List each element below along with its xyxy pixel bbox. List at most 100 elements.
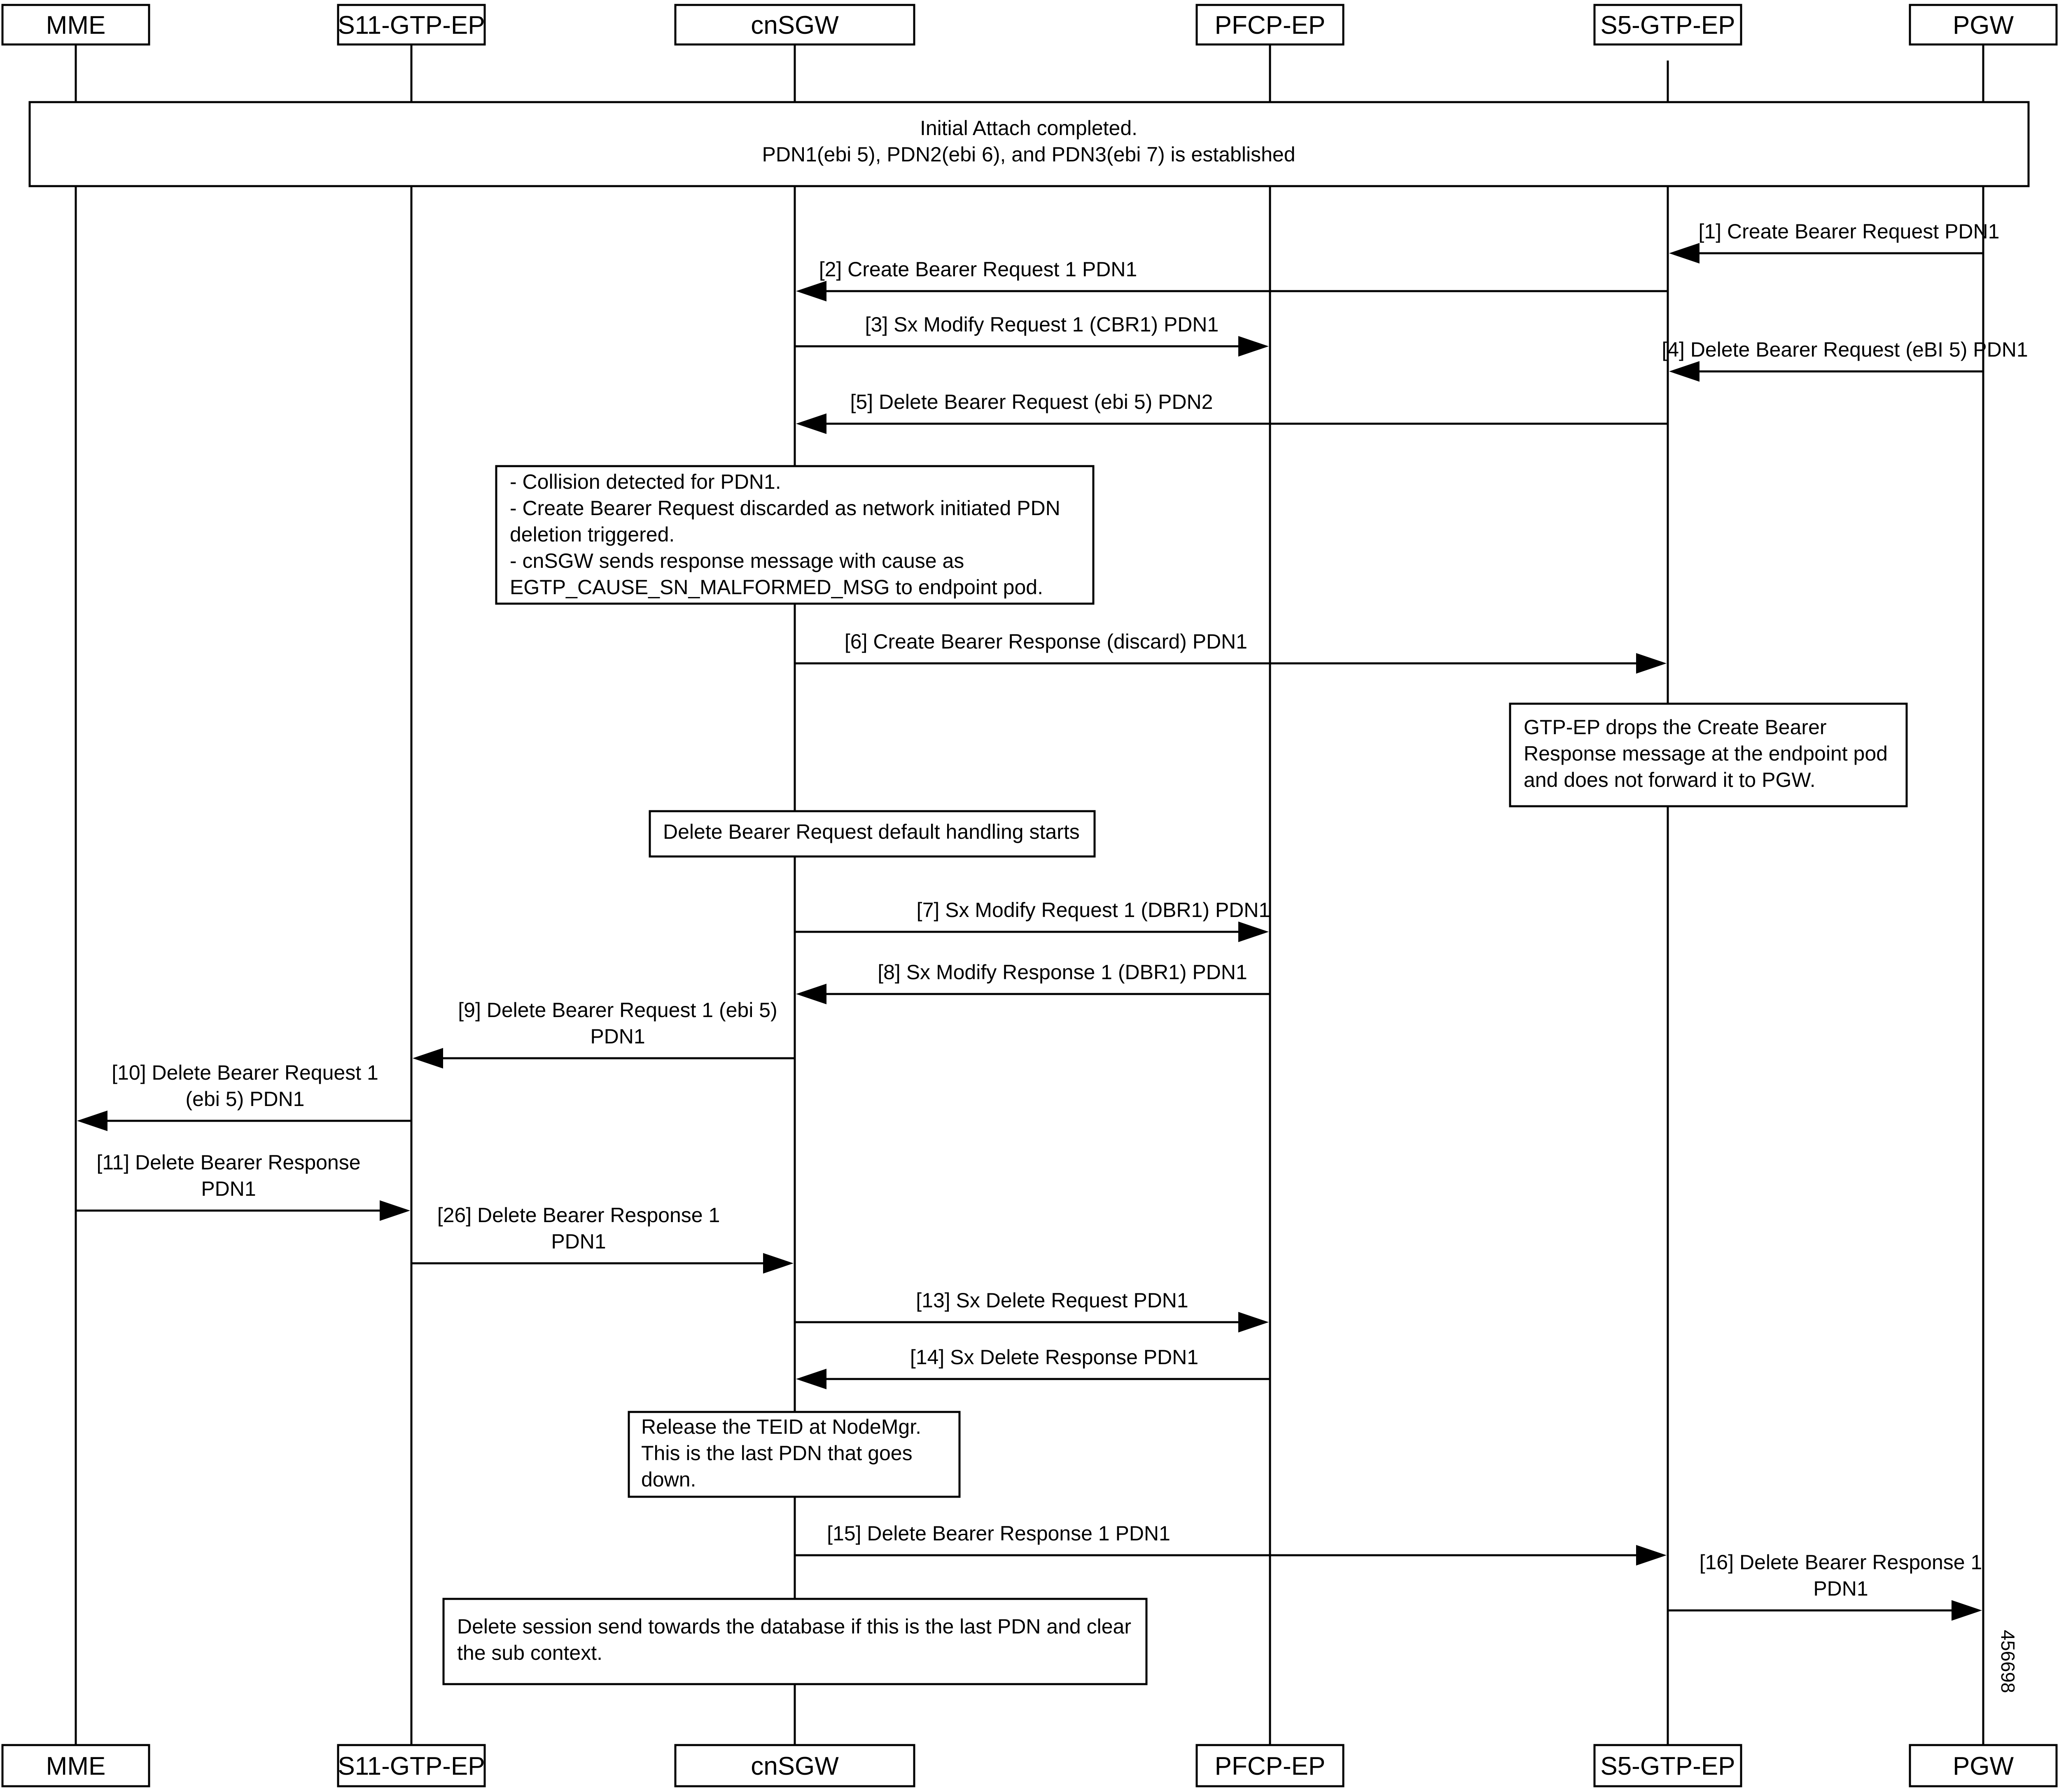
message-m8: [8] Sx Modify Response 1 (DBR1) PDN1 — [796, 961, 1270, 1004]
participant-box — [1195, 4, 1345, 46]
participant-sgw-top: cnSGW — [674, 4, 915, 46]
message-label: [3] Sx Modify Request 1 (CBR1) PDN1 — [865, 313, 1219, 336]
participant-box — [337, 4, 486, 46]
participant-box — [674, 1744, 915, 1787]
message-m14: [14] Sx Delete Response PDN1 — [796, 1346, 1270, 1389]
participant-pgw-top: PGW — [1909, 4, 2058, 46]
participant-s11-bottom: S11-GTP-EP — [337, 1744, 486, 1787]
participant-label: PFCP-EP — [1215, 11, 1326, 40]
participant-label: PGW — [1953, 11, 2014, 40]
participant-box — [1195, 1744, 1345, 1787]
participant-sgw-bottom: cnSGW — [674, 1744, 915, 1787]
message-label: [10] Delete Bearer Request 1(ebi 5) PDN1 — [112, 1061, 378, 1111]
participant-mme-bottom: MME — [1, 1744, 150, 1787]
participant-s5-bottom: S5-GTP-EP — [1593, 1744, 1742, 1787]
arrowhead — [796, 984, 826, 1004]
note-text: Delete session send towards the database… — [457, 1615, 1131, 1664]
arrowhead — [763, 1253, 794, 1274]
note-text: - Collision detected for PDN1.- Create B… — [510, 470, 1060, 599]
participant-pfcp-bottom: PFCP-EP — [1195, 1744, 1345, 1787]
note-text: Delete Bearer Request default handling s… — [663, 820, 1080, 843]
participant-box — [337, 1744, 486, 1787]
arrowhead — [1238, 922, 1269, 942]
message-label: [14] Sx Delete Response PDN1 — [910, 1346, 1198, 1369]
message-m10: [10] Delete Bearer Request 1(ebi 5) PDN1 — [77, 1061, 411, 1131]
arrowhead — [1238, 1312, 1269, 1332]
message-m9: [9] Delete Bearer Request 1 (ebi 5)PDN1 — [413, 999, 795, 1069]
participant-s5-top: S5-GTP-EP — [1593, 4, 1742, 46]
banner-text: Initial Attach completed.PDN1(ebi 5), PD… — [762, 117, 1295, 166]
lifelines — [75, 44, 1984, 1746]
message-m3: [3] Sx Modify Request 1 (CBR1) PDN1 — [795, 313, 1269, 357]
note-box — [628, 1411, 961, 1498]
note-text: Release the TEID at NodeMgr.This is the … — [641, 1415, 921, 1491]
message-label: [5] Delete Bearer Request (ebi 5) PDN2 — [850, 390, 1213, 413]
note-n3: Delete Bearer Request default handling s… — [649, 810, 1096, 858]
message-m1: [1] Create Bearer Request PDN1 — [1669, 220, 1999, 264]
participant-label: PFCP-EP — [1215, 1752, 1326, 1780]
message-label: [7] Sx Modify Request 1 (DBR1) PDN1 — [917, 898, 1270, 922]
participant-box — [1909, 4, 2058, 46]
notes: - Collision detected for PDN1.- Create B… — [442, 465, 1908, 1685]
participant-label: S5-GTP-EP — [1600, 11, 1735, 40]
arrowhead — [1636, 653, 1667, 674]
participant-label: MME — [46, 1752, 106, 1780]
participant-s11-top: S11-GTP-EP — [337, 4, 486, 46]
participant-label: cnSGW — [751, 1752, 839, 1780]
participant-label: S11-GTP-EP — [338, 1752, 485, 1780]
messages: [1] Create Bearer Request PDN1 [2] Create… — [76, 220, 2028, 1621]
participant-label: MME — [46, 11, 106, 40]
note-box — [442, 1598, 1148, 1685]
participant-pgw-bottom: PGW — [1909, 1744, 2058, 1787]
message-label: [15] Delete Bearer Response 1 PDN1 — [827, 1522, 1170, 1545]
note-n1: - Collision detected for PDN1.- Create B… — [495, 465, 1095, 605]
note-box — [1509, 702, 1908, 807]
participant-label: PGW — [1953, 1752, 2014, 1780]
participant-mme-top: MME — [1, 4, 150, 46]
message-label: [4] Delete Bearer Request (eBI 5) PDN1 — [1662, 338, 2028, 361]
initial-attach-banner: Initial Attach completed.PDN1(ebi 5), PD… — [28, 101, 2030, 187]
message-label: [8] Sx Modify Response 1 (DBR1) PDN1 — [878, 961, 1247, 984]
figure-id: 456698 — [1997, 1630, 2019, 1693]
participant-label: S11-GTP-EP — [338, 11, 485, 40]
participant-box — [1909, 1744, 2058, 1787]
arrowhead — [1952, 1600, 1982, 1621]
participant-label: cnSGW — [751, 11, 839, 40]
arrowhead — [1238, 336, 1269, 357]
participant-box — [1593, 4, 1742, 46]
message-label: [2] Create Bearer Request 1 PDN1 — [819, 258, 1137, 281]
message-m7: [7] Sx Modify Request 1 (DBR1) PDN1 — [795, 898, 1270, 942]
arrowhead — [796, 1369, 826, 1389]
arrowhead — [380, 1200, 410, 1221]
message-label: [6] Create Bearer Response (discard) PDN… — [845, 630, 1247, 653]
arrowhead — [1669, 361, 1699, 382]
participant-box — [1, 1744, 150, 1787]
message-m4: [4] Delete Bearer Request (eBI 5) PDN1 — [1662, 338, 2028, 382]
message-m2: [2] Create Bearer Request 1 PDN1 — [796, 258, 1668, 301]
arrowhead — [1669, 243, 1699, 264]
message-m6: [6] Create Bearer Response (discard) PDN… — [795, 630, 1667, 674]
banner-box — [28, 101, 2030, 187]
arrowhead — [796, 413, 826, 434]
participant-box — [1, 4, 150, 46]
note-box — [495, 465, 1095, 605]
arrowhead — [413, 1048, 443, 1069]
participant-pfcp-top: PFCP-EP — [1195, 4, 1345, 46]
message-m13: [13] Sx Delete Request PDN1 — [795, 1289, 1269, 1332]
note-n4: Release the TEID at NodeMgr.This is the … — [628, 1411, 961, 1498]
note-n5: Delete session send towards the database… — [442, 1598, 1148, 1685]
arrowhead — [1636, 1545, 1667, 1566]
message-label: [1] Create Bearer Request PDN1 — [1699, 220, 2000, 243]
message-m15: [15] Delete Bearer Response 1 PDN1 — [795, 1522, 1667, 1566]
message-label: [13] Sx Delete Request PDN1 — [916, 1289, 1188, 1312]
